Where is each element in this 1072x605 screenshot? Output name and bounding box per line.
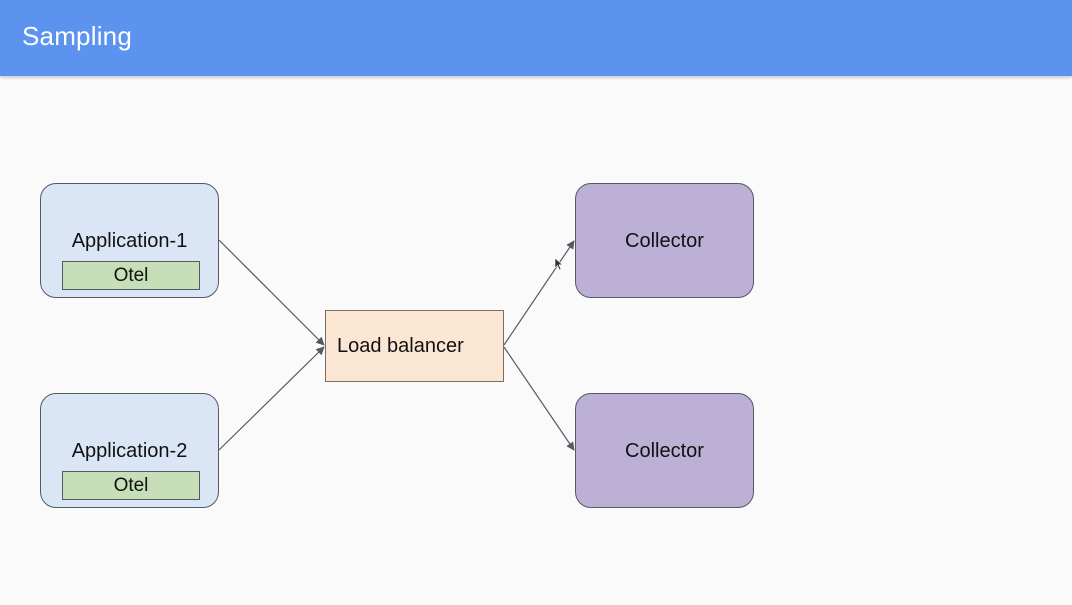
collector-2-label: Collector	[625, 440, 704, 462]
edge-load-balancer-to-collector-1	[503, 240, 575, 346]
application-1-label: Application-1	[71, 230, 188, 252]
application-2-label: Application-2	[71, 440, 188, 462]
header-bar: Sampling	[0, 0, 1072, 76]
edge-load-balancer-to-collector-2	[503, 346, 575, 451]
load-balancer-box: Load balancer	[325, 310, 504, 382]
edge-app2-to-load-balancer	[218, 346, 325, 451]
edge-app1-to-load-balancer	[218, 239, 325, 346]
load-balancer-label: Load balancer	[337, 335, 464, 357]
mouse-cursor-icon	[554, 257, 564, 271]
application-1-otel-box: Otel	[62, 261, 200, 290]
collector-1-box: Collector	[575, 183, 754, 298]
application-2-otel-box: Otel	[62, 471, 200, 500]
application-2-box: Application-2 Otel	[40, 393, 219, 508]
application-1-box: Application-1 Otel	[40, 183, 219, 298]
collector-2-box: Collector	[575, 393, 754, 508]
collector-1-label: Collector	[625, 230, 704, 252]
page-title: Sampling	[22, 21, 132, 51]
